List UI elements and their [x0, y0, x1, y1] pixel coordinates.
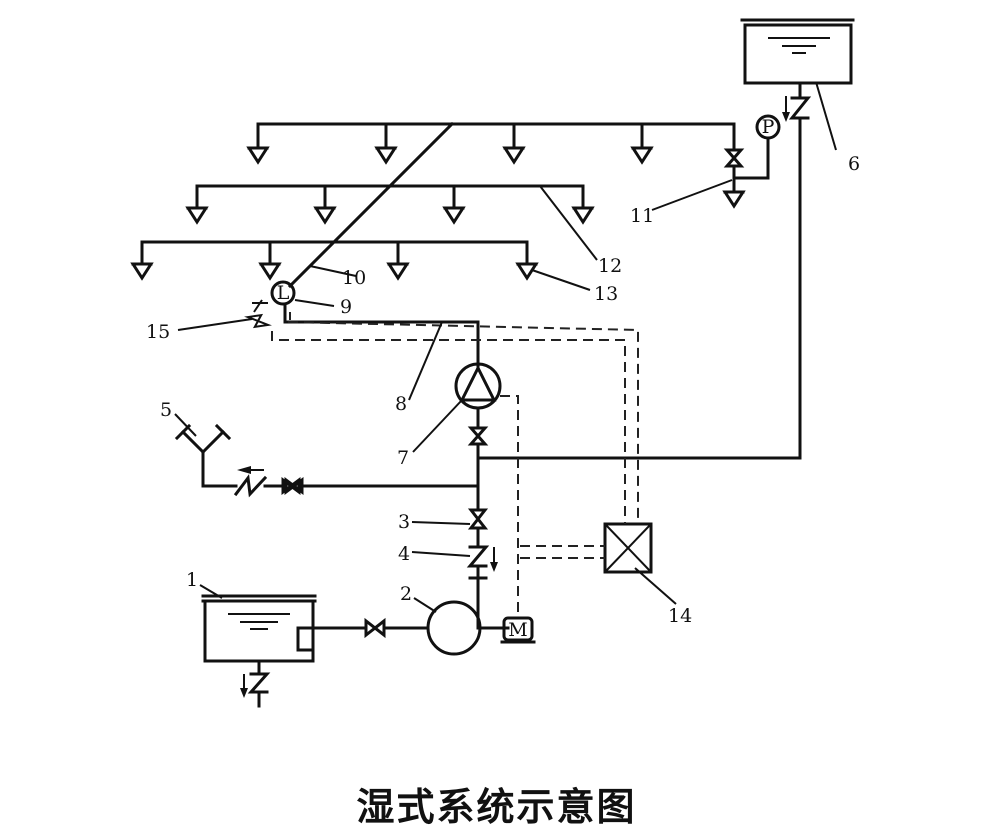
elevated-water-tank	[740, 18, 855, 85]
label-10: 10	[342, 267, 366, 289]
main-riser-lower	[467, 406, 489, 512]
sprinkler-head	[246, 146, 270, 165]
fire-department-connection	[174, 423, 480, 498]
branch-pipe-middle	[195, 184, 585, 210]
label-13: 13	[594, 283, 618, 305]
pump-motor: M	[500, 616, 536, 644]
branch-pipe-bottom	[140, 240, 529, 266]
label-7: 7	[397, 447, 409, 469]
label-5: 5	[160, 399, 172, 421]
sprinkler-heads	[130, 146, 654, 281]
pool-drain-valve	[240, 659, 271, 708]
label-11: 11	[630, 205, 654, 227]
diagram-caption: 湿式系统示意图	[356, 785, 637, 829]
label-9: 9	[340, 296, 352, 318]
sprinkler-head	[442, 206, 466, 225]
sprinkler-head	[258, 262, 282, 281]
label-1: 1	[186, 569, 198, 591]
tank-supply-pipe	[476, 143, 802, 460]
label-3: 3	[398, 511, 410, 533]
label-6: 6	[848, 153, 860, 175]
sprinkler-head	[374, 146, 398, 165]
svg-text:P: P	[762, 116, 775, 138]
label-15: 15	[146, 321, 170, 343]
alarm-control-panel	[603, 522, 653, 574]
pressure-gauge: P	[755, 114, 781, 140]
signal-wires	[271, 312, 639, 618]
label-4: 4	[398, 543, 410, 565]
branch-pipe-top	[256, 122, 736, 152]
tank-check-valve	[782, 81, 812, 147]
label-2: 2	[400, 583, 412, 605]
sprinkler-head	[571, 206, 595, 225]
sprinkler-head	[515, 262, 539, 281]
svg-text:M: M	[508, 619, 527, 641]
label-14: 14	[668, 605, 692, 627]
component-labels: 1 2 3 4 5 6 7 8 9 10 11 12 13 14 15	[146, 153, 860, 627]
sprinkler-head	[386, 262, 410, 281]
water-flow-indicator: L	[270, 280, 296, 306]
sprinkler-head	[130, 262, 154, 281]
end-test-device	[722, 136, 770, 209]
sprinkler-head	[313, 206, 337, 225]
label-12: 12	[598, 255, 622, 277]
svg-text:L: L	[277, 282, 290, 304]
suction-pipe	[296, 617, 430, 652]
leader-lines	[174, 81, 837, 613]
check-valve	[466, 545, 498, 614]
label-8: 8	[395, 393, 407, 415]
signal-valve	[244, 299, 272, 329]
water-pump	[426, 600, 510, 656]
sprinkler-head	[630, 146, 654, 165]
connecting-pipe	[283, 302, 480, 368]
sprinkler-head	[185, 206, 209, 225]
gate-valve	[467, 508, 489, 547]
main-riser	[287, 121, 455, 289]
sprinkler-head	[502, 146, 526, 165]
alarm-valve-pump	[454, 362, 502, 410]
